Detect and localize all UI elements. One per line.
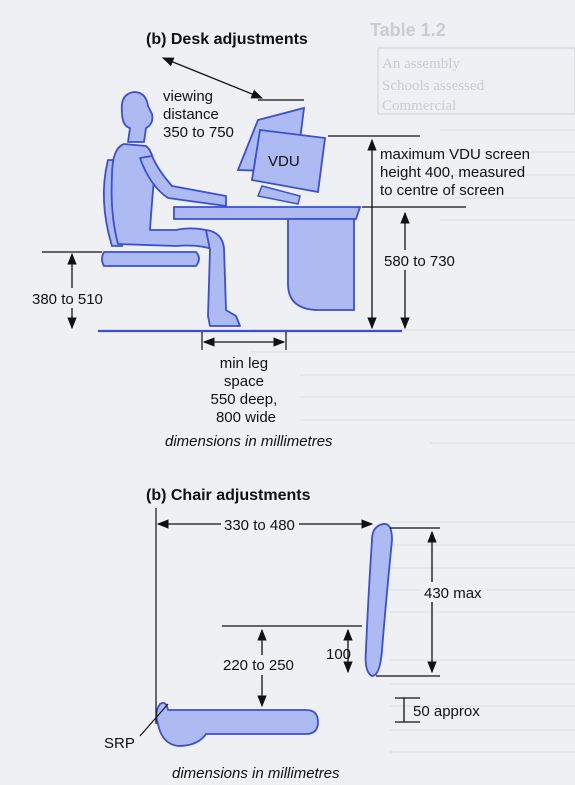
person-leg <box>205 229 241 327</box>
desk <box>173 206 362 311</box>
max-screen-height-label: maximum VDU screen height 400, measured … <box>380 146 534 199</box>
leg-space-label: min leg space 550 deep, 800 wide <box>211 355 282 426</box>
chair-backrest <box>364 522 393 677</box>
desk-height-label: 580 to 730 <box>384 253 455 270</box>
vdu-label: VDU <box>268 153 300 170</box>
vdu-monitor: VDU <box>236 106 327 205</box>
person-arm <box>139 155 227 207</box>
backrest-gap-label: 220 to 250 <box>223 657 294 674</box>
desk-title: (b) Desk adjustments <box>146 31 308 48</box>
ghost-table-heading: Table 1.2 <box>370 20 446 40</box>
srp-pointer <box>139 703 169 737</box>
seated-person <box>110 91 241 327</box>
backrest-offset-label: 100 <box>326 646 351 663</box>
person-head <box>120 91 154 143</box>
backrest-height-label: 430 max <box>424 585 482 602</box>
chair-seat <box>101 251 200 267</box>
desk-top <box>173 206 362 220</box>
seat-thickness-label: 50 approx <box>413 703 480 720</box>
viewing-distance-arrow <box>161 57 264 99</box>
ghost-table-row-2: Schools assessed <box>382 78 485 94</box>
desk-units-note: dimensions in millimetres <box>165 433 333 450</box>
ghost-table-row-1: An assembly <box>382 56 460 72</box>
seat-height-label: 380 to 510 <box>32 291 103 308</box>
ghost-table-row-3: Commercial <box>382 98 456 114</box>
chair-seat-pan <box>155 701 319 747</box>
chair-title: (b) Chair adjustments <box>146 487 311 504</box>
viewing-distance-label: viewing distance 350 to 750 <box>163 88 234 141</box>
srp-label: SRP <box>104 735 135 752</box>
desk-pedestal <box>287 218 355 311</box>
ghost-table-box <box>377 47 575 115</box>
backrest-span-label: 330 to 480 <box>224 517 295 534</box>
chair-units-note: dimensions in millimetres <box>172 765 340 782</box>
